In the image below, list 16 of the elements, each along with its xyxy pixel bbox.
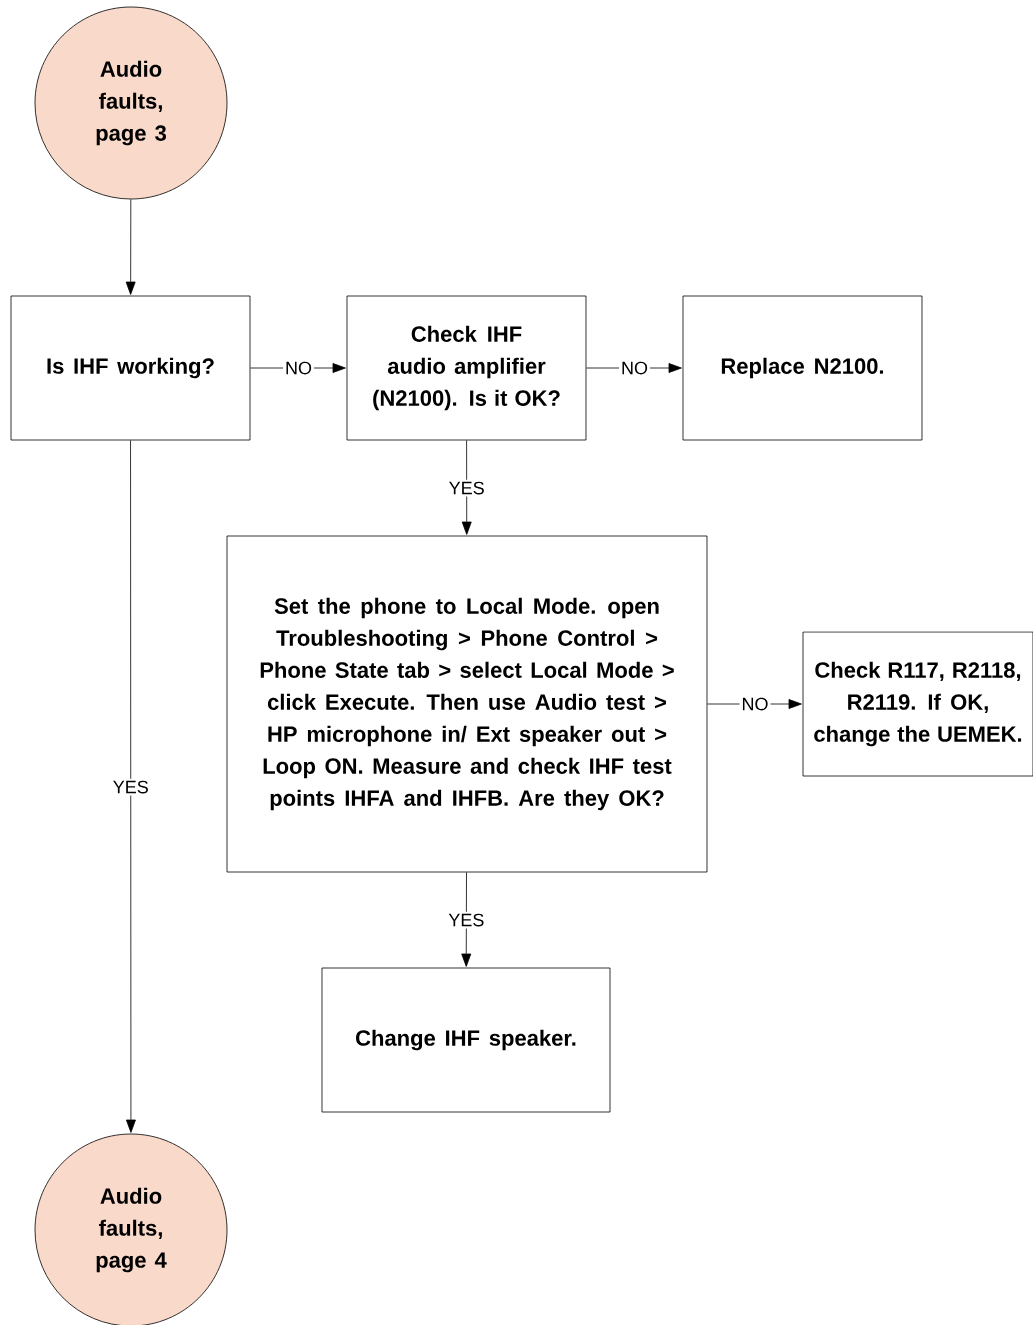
edge-label: NO bbox=[739, 695, 771, 713]
process-box: Check R117, R2118, R2119. If OK, change the UEMEK. bbox=[802, 631, 1033, 777]
arrow bbox=[125, 199, 136, 295]
arrow bbox=[461, 440, 472, 535]
edge-label: YES bbox=[446, 479, 487, 497]
edge-label: NO bbox=[619, 359, 650, 377]
arrow bbox=[461, 872, 472, 967]
process-box: Change IHF speaker. bbox=[321, 967, 611, 1113]
process-box: Check IHF audio amplifier (N2100). Is it OK? bbox=[346, 295, 587, 441]
edge-label: YES bbox=[110, 778, 151, 796]
edge-label: NO bbox=[283, 359, 314, 377]
process-box: Replace N2100. bbox=[682, 295, 923, 441]
edge-label: YES bbox=[446, 911, 487, 929]
process-box: Is IHF working? bbox=[10, 295, 251, 441]
process-box: Set the phone to Local Mode. open Troubleshooting > Phone Control > Phone State tab > select Local Mode > click Execute. Then use Audio test > HP microphone in/ Ext speaker out > Loop ON. Measure and check IHF test points IHFA and IHFB. Are they OK? bbox=[226, 535, 708, 873]
arrow bbox=[126, 440, 136, 1133]
